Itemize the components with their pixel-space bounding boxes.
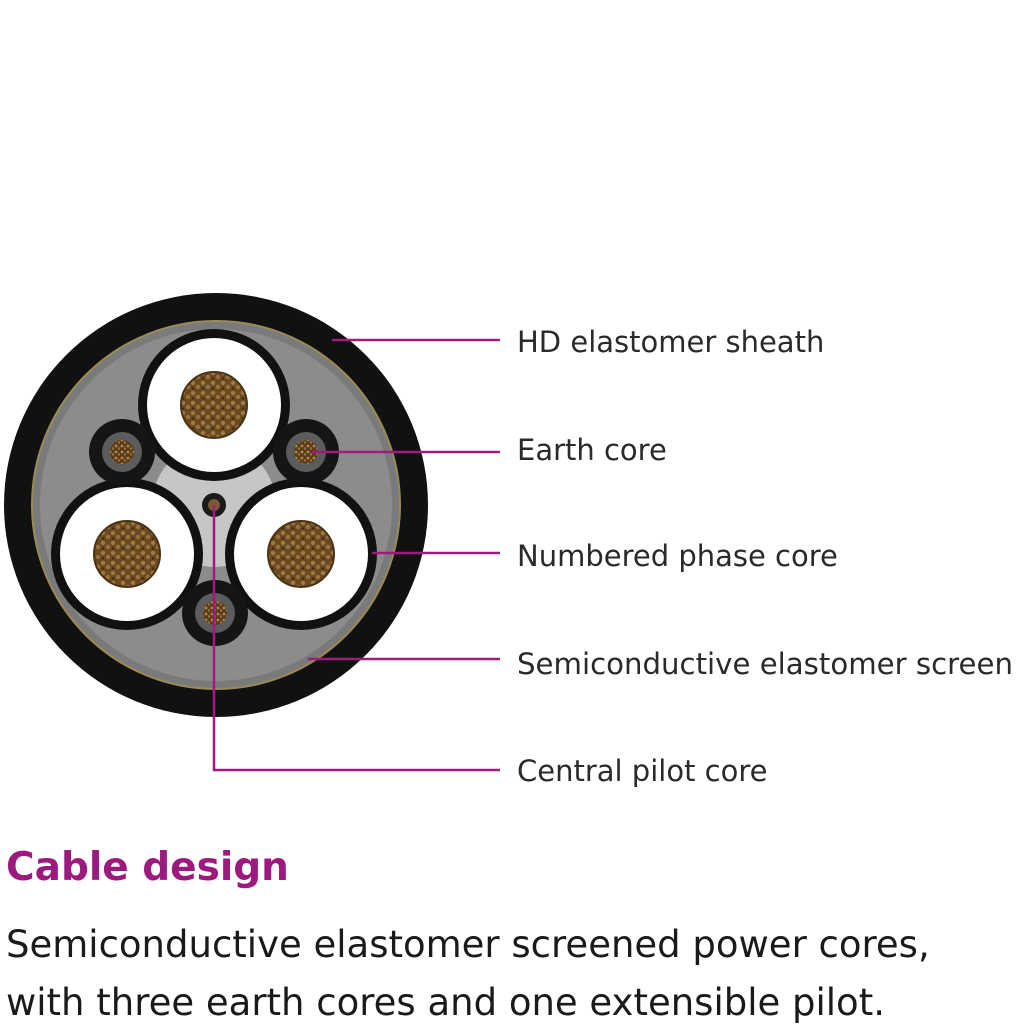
label-hd-elastomer-sheath: HD elastomer sheath <box>517 325 824 359</box>
label-numbered-phase-core: Numbered phase core <box>517 539 838 573</box>
earth-core-left <box>89 419 155 485</box>
label-semiconductive-elastomer-screen: Semiconductive elastomer screen <box>517 647 1013 681</box>
section-heading: Cable design <box>6 845 289 890</box>
phase-core-top <box>138 329 290 481</box>
phase-core-right <box>225 478 377 630</box>
leader-lines <box>212 338 500 772</box>
label-earth-core: Earth core <box>517 433 667 467</box>
phase-core-left <box>51 478 203 630</box>
description-line-2: with three earth cores and one extensibl… <box>6 981 885 1024</box>
description-line-1: Semiconductive elastomer screened power … <box>6 923 930 966</box>
section-description: Semiconductive elastomer screened power … <box>6 916 930 1024</box>
leader-line-pilot <box>212 505 500 772</box>
earth-core-right <box>273 419 339 485</box>
label-central-pilot-core: Central pilot core <box>517 754 767 788</box>
